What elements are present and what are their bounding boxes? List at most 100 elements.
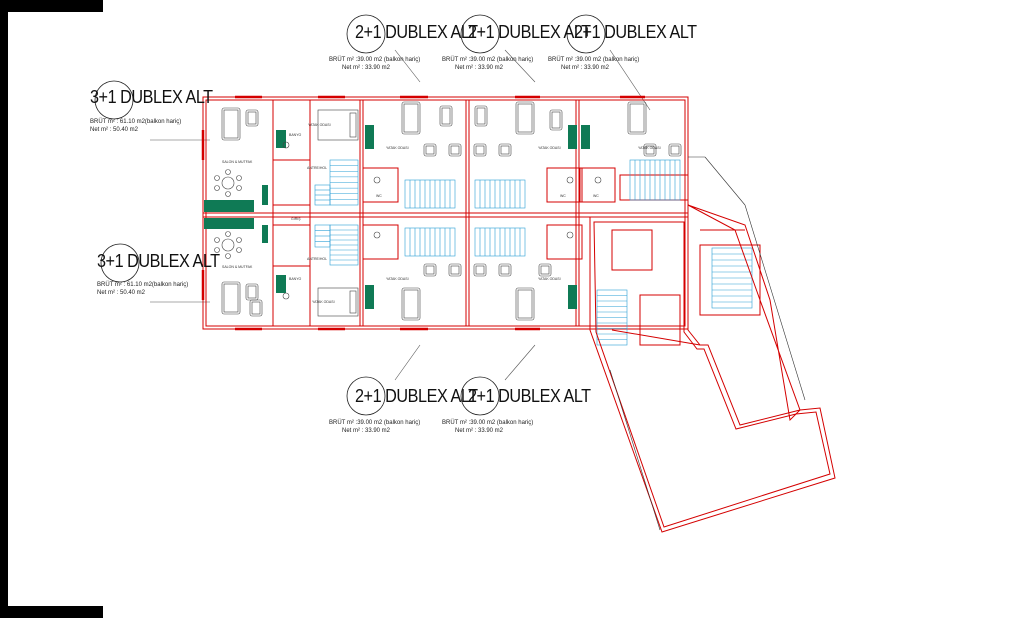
- armchair: [473, 263, 487, 277]
- chair: [214, 247, 220, 253]
- unit-gross-area: BRÜT m² : 61.10 m2(balkon hariç): [97, 282, 189, 288]
- frame-bottom-left-tab: [0, 606, 103, 618]
- toilet: [566, 176, 574, 184]
- unit-title: 3+1 DUBLEX ALT: [97, 251, 220, 271]
- sofa: [401, 101, 421, 135]
- unit-tag-circle: [100, 243, 140, 283]
- armchair: [538, 263, 552, 277]
- unit-tag-3plus1-upper: 3+1 DUBLEX ALT BRÜT m² : 61.10 m2(balkon…: [90, 87, 213, 134]
- unit-net-area: Net m² : 50.40 m2: [97, 290, 146, 296]
- armchair: [423, 143, 437, 157]
- unit-tag-2plus1-bottom-1: 2+1 DUBLEX ALT BRÜT m² :39.00 m2 (balkon…: [329, 386, 478, 435]
- room-label-wc: WC: [560, 194, 566, 198]
- armchair: [423, 263, 437, 277]
- unit-net-area: Net m² : 33.90 m2: [455, 65, 504, 71]
- sofa: [474, 105, 488, 127]
- chair: [225, 191, 231, 197]
- room-label-salon: SALON & MUTFAK: [222, 265, 253, 269]
- room-label-antre: ANTRE/HOL: [307, 257, 328, 261]
- unit-tag-circle: [460, 14, 500, 54]
- unit-tag-2plus1-top-2: 2+1 DUBLEX ALT BRÜT m² :39.00 m2 (balkon…: [442, 22, 591, 72]
- toilet: [373, 176, 381, 184]
- chair: [236, 247, 242, 253]
- armchair: [448, 143, 462, 157]
- room-label-wc: WC: [593, 194, 599, 198]
- unit-net-area: Net m² : 33.90 m2: [561, 65, 610, 71]
- chair: [225, 169, 231, 175]
- unit-tag-circle: [346, 376, 386, 416]
- unit-gross-area: BRÜT m² :39.00 m2 (balkon hariç): [442, 57, 534, 63]
- armchair: [448, 263, 462, 277]
- room-label-antre: ANTRE/HOL: [307, 166, 328, 170]
- stairs: [314, 159, 753, 346]
- sofa: [515, 287, 535, 321]
- unit-title: 2+1 DUBLEX ALT: [468, 386, 591, 406]
- chair: [236, 175, 242, 181]
- chair: [236, 185, 242, 191]
- toilet: [373, 231, 381, 239]
- chair: [214, 237, 220, 243]
- unit-tag-circle: [94, 80, 134, 120]
- sofa: [515, 101, 535, 135]
- room-label-wc: WC: [376, 194, 382, 198]
- unit-gross-area: BRÜT m² :39.00 m2 (balkon hariç): [548, 57, 640, 63]
- unit-title: 2+1 DUBLEX ALT: [355, 386, 478, 406]
- unit-title: 2+1 DUBLEX ALT: [468, 22, 591, 42]
- frame-left-bar: [0, 0, 8, 618]
- unit-tag-2plus1-top-3: 2+1 DUBLEX ALT BRÜT m² :39.00 m2 (balkon…: [548, 22, 697, 72]
- chair: [236, 237, 242, 243]
- unit-tag-3plus1-lower: 3+1 DUBLEX ALT BRÜT m² : 61.10 m2(balkon…: [97, 251, 220, 297]
- leader-line: [504, 344, 536, 381]
- unit-gross-area: BRÜT m² :39.00 m2 (balkon hariç): [329, 57, 421, 63]
- furniture: [214, 101, 682, 321]
- toilet: [594, 176, 602, 184]
- unit-tag-circles: [94, 14, 606, 416]
- room-label-yatak: YATAK ODASI: [312, 300, 335, 304]
- right-wing-outline: [609, 156, 806, 531]
- toilet: [566, 231, 574, 239]
- chair: [214, 185, 220, 191]
- unit-net-area: Net m² : 33.90 m2: [342, 428, 391, 434]
- room-label-yatak: YATAK ODASI: [386, 146, 409, 150]
- unit-title: 3+1 DUBLEX ALT: [90, 87, 213, 107]
- armchair: [668, 143, 682, 157]
- sofa: [549, 109, 563, 131]
- chair: [225, 253, 231, 259]
- sofa: [401, 287, 421, 321]
- armchair: [473, 143, 487, 157]
- toilet: [282, 292, 290, 300]
- unit-net-area: Net m² : 33.90 m2: [342, 65, 391, 71]
- sofa: [249, 299, 263, 317]
- sofa: [245, 283, 259, 301]
- sofa: [627, 101, 647, 135]
- chair: [214, 175, 220, 181]
- room-label-yatak: YATAK ODASI: [638, 146, 661, 150]
- frame-top-left-tab: [0, 0, 103, 12]
- room-label-salon: SALON & MUTFAK: [222, 160, 253, 164]
- armchair: [498, 143, 512, 157]
- room-label-giris: GİRİŞ: [291, 217, 301, 221]
- room-label-banyo: BANYO: [289, 133, 302, 137]
- kitchen-counters: [204, 125, 590, 309]
- sofa: [221, 281, 241, 315]
- sofa: [221, 107, 241, 141]
- room-label-yatak: YATAK ODASI: [538, 277, 561, 281]
- leader-line: [504, 49, 536, 83]
- toilet: [282, 141, 290, 149]
- unit-gross-area: BRÜT m² :39.00 m2 (balkon hariç): [329, 420, 421, 426]
- leader-line: [394, 49, 421, 83]
- unit-gross-area: BRÜT m² : 61.10 m2(balkon hariç): [90, 119, 182, 125]
- unit-tag-circle: [566, 14, 606, 54]
- dining-table: [214, 231, 242, 259]
- unit-tag-2plus1-bottom-2: 2+1 DUBLEX ALT BRÜT m² :39.00 m2 (balkon…: [442, 386, 591, 435]
- dining-table: [214, 169, 242, 197]
- unit-title: 2+1 DUBLEX ALT: [355, 22, 478, 42]
- armchair: [498, 263, 512, 277]
- bed: [317, 109, 359, 141]
- window-markers: [201, 95, 645, 331]
- leader-line: [394, 344, 421, 381]
- sofa: [439, 105, 453, 127]
- armchair: [643, 143, 657, 157]
- room-label-yatak: YATAK ODASI: [538, 146, 561, 150]
